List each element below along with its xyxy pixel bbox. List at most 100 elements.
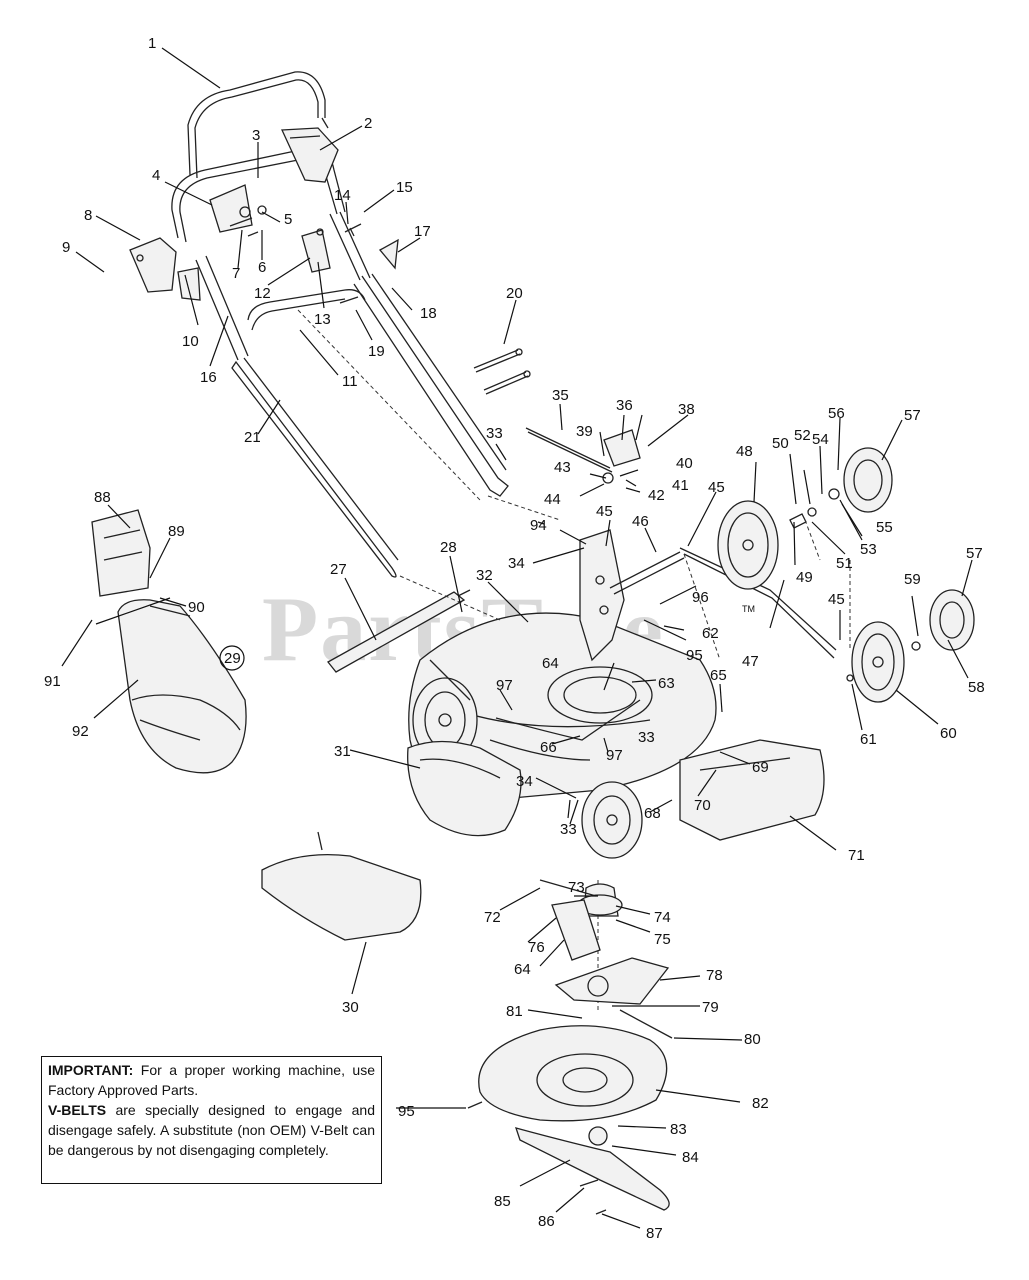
- callout-54: 54: [812, 431, 829, 448]
- callout-91: 91: [44, 673, 61, 690]
- upper-handle-drawing: [171, 148, 371, 361]
- callout-57-upper: 57: [904, 407, 921, 424]
- callout-58: 58: [968, 679, 985, 696]
- callout-83: 83: [670, 1121, 687, 1138]
- callout-75: 75: [654, 931, 671, 948]
- callout-19: 19: [368, 343, 385, 360]
- dashed-assembly-lines: [297, 309, 851, 1010]
- callout-57-lower: 57: [966, 545, 983, 562]
- important-label: IMPORTANT:: [48, 1062, 134, 1078]
- callout-65: 65: [710, 667, 727, 684]
- callout-87: 87: [646, 1225, 663, 1242]
- callout-49: 49: [796, 569, 813, 586]
- callout-81: 81: [506, 1003, 523, 1020]
- callout-55: 55: [876, 519, 893, 536]
- callout-10: 10: [182, 333, 199, 350]
- callout-2: 2: [364, 115, 372, 132]
- callout-32: 32: [476, 567, 493, 584]
- callout-4: 4: [152, 167, 160, 184]
- callout-9: 9: [62, 239, 70, 256]
- callout-7: 7: [232, 265, 240, 282]
- blade-adapter-housing-drawing: [467, 1025, 668, 1122]
- callout-39: 39: [576, 423, 593, 440]
- callout-68: 68: [644, 805, 661, 822]
- callout-43: 43: [554, 459, 571, 476]
- callout-35: 35: [552, 387, 569, 404]
- callout-29: 29: [224, 650, 241, 667]
- callout-42: 42: [648, 487, 665, 504]
- callout-18: 18: [420, 305, 437, 322]
- callout-84: 84: [682, 1149, 699, 1166]
- callout-78: 78: [706, 967, 723, 984]
- callout-45-bracket: 45: [596, 503, 613, 520]
- callout-60: 60: [940, 725, 957, 742]
- bag-frame-drawing: [91, 509, 151, 597]
- callout-53: 53: [860, 541, 877, 558]
- callout-12: 12: [254, 285, 271, 302]
- callout-89: 89: [168, 523, 185, 540]
- vbelts-label: V-BELTS: [48, 1102, 107, 1118]
- rear-discharge-door-drawing: [407, 740, 522, 837]
- callout-86: 86: [538, 1213, 555, 1230]
- callout-48: 48: [736, 443, 753, 460]
- callout-31: 31: [334, 743, 351, 760]
- callout-85: 85: [494, 1193, 511, 1210]
- mulch-plug-drawing: [261, 831, 422, 941]
- callout-90: 90: [188, 599, 205, 616]
- callout-20: 20: [506, 285, 523, 302]
- lower-handle-drawing: [231, 273, 509, 578]
- callout-97-deck: 97: [496, 677, 513, 694]
- callout-94: 94: [530, 517, 547, 534]
- handle-hardware-drawing: [301, 223, 399, 304]
- callout-44: 44: [544, 491, 561, 508]
- callout-14: 14: [334, 187, 351, 204]
- callout-52: 52: [794, 427, 811, 444]
- leader-lines: [61, 47, 973, 1229]
- callout-80: 80: [744, 1031, 761, 1048]
- callout-17: 17: [414, 223, 431, 240]
- callout-88: 88: [94, 489, 111, 506]
- side-discharge-chute-drawing: [679, 739, 825, 841]
- callout-51: 51: [836, 555, 853, 572]
- callout-59: 59: [904, 571, 921, 588]
- callout-3: 3: [252, 127, 260, 144]
- cables-drawing: [489, 427, 641, 761]
- callout-5: 5: [284, 211, 292, 228]
- callout-97-lower: 97: [606, 747, 623, 764]
- belt-guard-plate-drawing: [554, 957, 673, 1039]
- callout-70: 70: [694, 797, 711, 814]
- callout-71: 71: [848, 847, 865, 864]
- callout-11: 11: [342, 373, 358, 390]
- callout-82: 82: [752, 1095, 769, 1112]
- handle-bolts-drawing: [473, 348, 531, 395]
- callout-6: 6: [258, 259, 266, 276]
- callout-62: 62: [702, 625, 719, 642]
- cable-guide-drawing: [281, 127, 339, 183]
- callout-95-housing: 95: [398, 1103, 415, 1120]
- callout-45-axle: 45: [708, 479, 725, 496]
- callout-66: 66: [540, 739, 557, 756]
- callout-numbers: 1 2 3 4 5 6 7 8 9 10 11 12 13 14 15 16 1…: [44, 35, 985, 1242]
- control-box-drawing: [209, 184, 267, 237]
- callout-27: 27: [330, 561, 347, 578]
- callout-61: 61: [860, 731, 877, 748]
- callout-76: 76: [528, 939, 545, 956]
- callout-56: 56: [828, 405, 845, 422]
- front-wheel-right-drawing: [581, 781, 643, 859]
- trademark-mark: TM: [742, 604, 755, 614]
- callout-45-wheel: 45: [828, 591, 845, 608]
- callout-8: 8: [84, 207, 92, 224]
- drive-rod-drawing: [327, 589, 471, 701]
- callout-79: 79: [702, 999, 719, 1016]
- callout-69: 69: [752, 759, 769, 776]
- callout-73: 73: [568, 879, 585, 896]
- rear-axle-drawing: [609, 547, 837, 659]
- callout-72: 72: [484, 909, 501, 926]
- callout-40: 40: [676, 455, 693, 472]
- rear-wheel-upper-drawing: [717, 500, 779, 590]
- callout-33-wheel: 33: [560, 821, 577, 838]
- callout-34-upper: 34: [508, 555, 525, 572]
- important-text: For a proper working machine, use Factor…: [48, 1062, 376, 1098]
- important-notice-box: IMPORTANT: For a proper working machine,…: [41, 1056, 382, 1184]
